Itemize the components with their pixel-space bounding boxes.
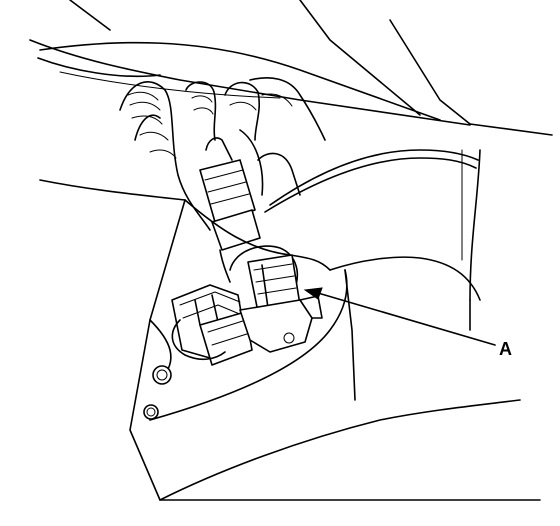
mounting-bolts xyxy=(143,365,172,420)
connector-a xyxy=(229,245,323,353)
callout-label-a: A xyxy=(499,339,512,359)
upper-trim-panel xyxy=(29,0,553,301)
lower-connector-left xyxy=(171,284,253,366)
callout-a-leader xyxy=(303,287,496,346)
wiring-harness xyxy=(119,77,479,231)
mounting-panel xyxy=(39,179,541,501)
upper-connector xyxy=(199,137,261,283)
